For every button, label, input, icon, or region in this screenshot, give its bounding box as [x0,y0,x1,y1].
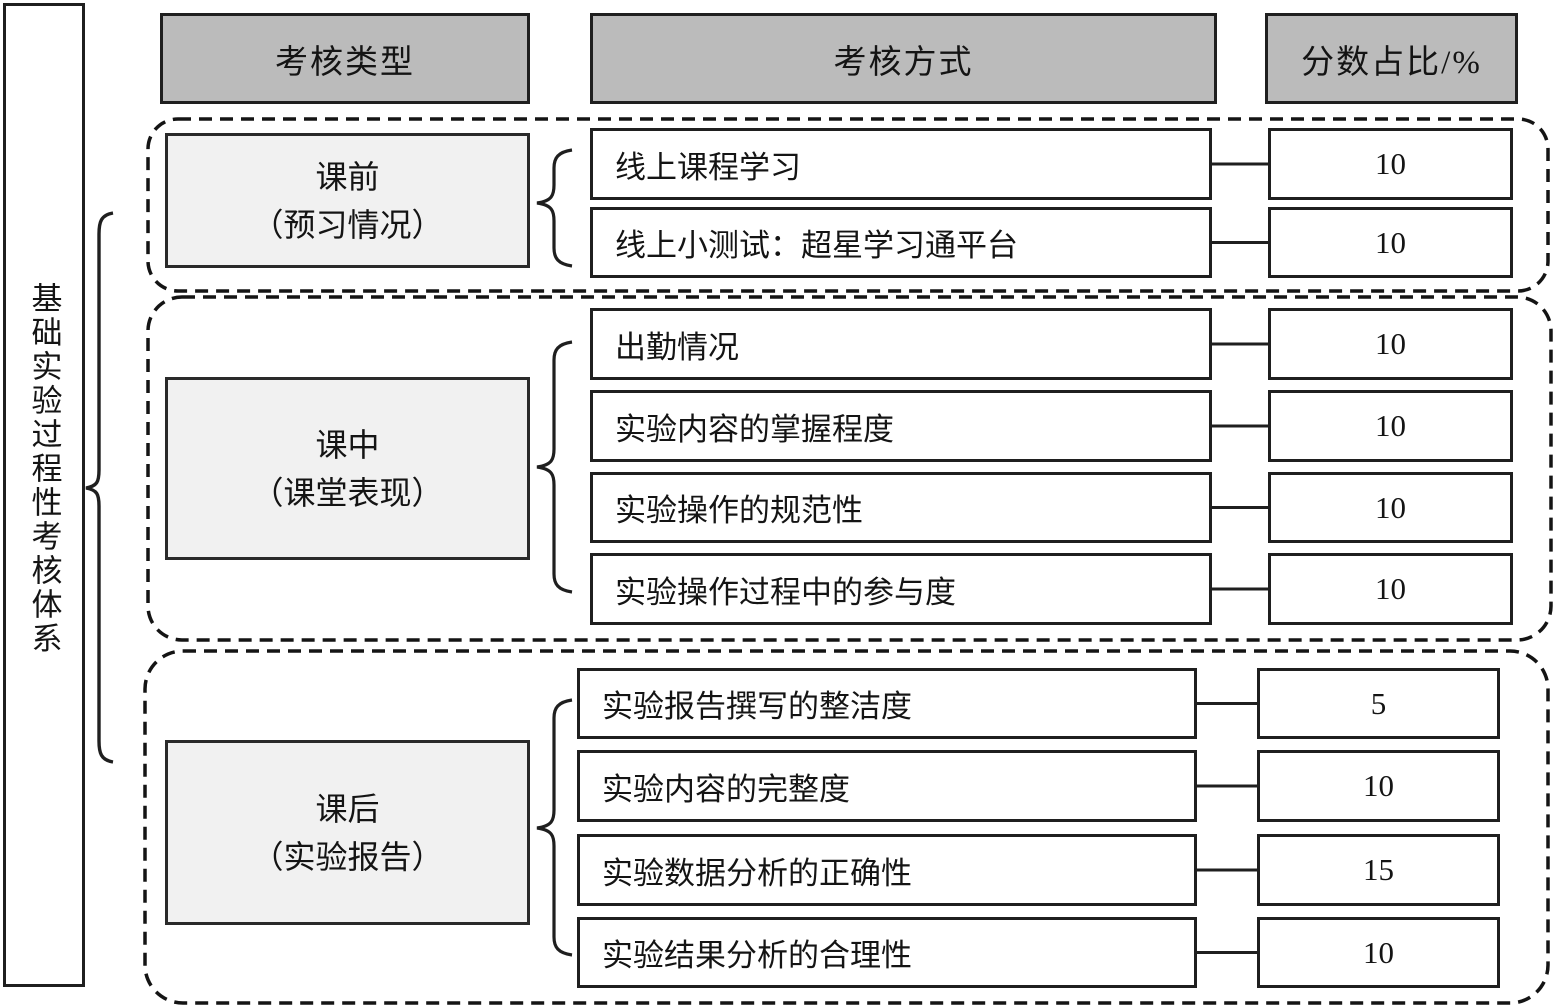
column-header-score-percentage: 分数占比/% [1265,13,1518,104]
score-box: 10 [1268,308,1513,380]
method-label: 实验操作过程中的参与度 [615,574,956,610]
method-box: 出勤情况 [590,308,1212,380]
score-value: 10 [1375,224,1406,260]
type-subtitle: （课堂表现） [251,474,444,511]
column-header-label: 分数占比/% [1301,44,1482,81]
column-header-label: 考核类型 [275,44,415,81]
score-value: 10 [1375,146,1406,181]
method-label: 实验结果分析的合理性 [602,938,912,973]
method-box: 线上小测试：超星学习通平台 [590,207,1212,278]
method-label: 实验操作的规范性 [615,493,863,528]
method-box: 实验内容的完整度 [577,750,1197,822]
type-box-in-class: 课中 （课堂表现） [165,377,530,560]
score-box: 10 [1268,390,1513,462]
method-box: 实验操作过程中的参与度 [590,553,1212,625]
method-label: 线上课程学习 [615,149,801,185]
score-value: 10 [1375,408,1406,443]
in-class-brace [536,340,573,594]
score-value: 10 [1375,571,1406,606]
pre-class-group-border [146,117,1550,293]
method-box: 实验报告撰写的整洁度 [577,668,1197,739]
type-title: 课中 [315,426,380,463]
score-value: 10 [1375,489,1406,525]
in-class-group-border [146,295,1553,642]
column-header-label: 考核方式 [833,44,974,81]
method-label: 实验内容的掌握程度 [615,411,894,447]
type-box-after-class: 课后 （实验报告） [165,740,530,925]
method-label: 线上小测试：超星学习通平台 [615,228,1018,263]
score-value: 10 [1363,768,1394,803]
column-header-assessment-method: 考核方式 [590,13,1217,104]
score-value: 10 [1375,326,1406,361]
method-label: 实验报告撰写的整洁度 [602,689,912,724]
score-box: 10 [1257,917,1500,988]
type-title: 课后 [315,790,380,827]
score-box: 5 [1257,668,1500,739]
method-box: 实验内容的掌握程度 [590,390,1212,462]
method-box: 线上课程学习 [590,128,1212,200]
method-box: 实验结果分析的合理性 [577,917,1197,988]
method-label: 实验数据分析的正确性 [602,855,912,891]
score-box: 10 [1268,207,1513,278]
method-label: 出勤情况 [615,329,739,365]
after-class-brace [536,698,573,957]
score-box: 15 [1257,834,1500,906]
after-class-group-border [143,649,1550,1005]
score-box: 10 [1268,128,1513,200]
system-title-box: 基础实验过程性考核体系 [3,3,85,987]
score-value: 5 [1370,685,1387,721]
type-subtitle: （预习情况） [251,206,444,243]
score-box: 10 [1268,553,1513,625]
type-title: 课前 [315,158,380,195]
method-label: 实验内容的完整度 [602,771,850,807]
type-box-pre-class: 课前 （预习情况） [165,133,530,268]
type-subtitle: （实验报告） [251,838,444,875]
score-box: 10 [1268,472,1513,543]
pre-class-brace [536,148,573,268]
column-header-assessment-type: 考核类型 [160,13,530,104]
score-value: 10 [1363,934,1394,970]
score-value: 15 [1363,852,1394,887]
method-box: 实验操作的规范性 [590,472,1212,543]
score-box: 10 [1257,750,1500,822]
method-box: 实验数据分析的正确性 [577,834,1197,906]
system-brace [85,211,114,764]
system-title: 基础实验过程性考核体系 [26,282,62,656]
